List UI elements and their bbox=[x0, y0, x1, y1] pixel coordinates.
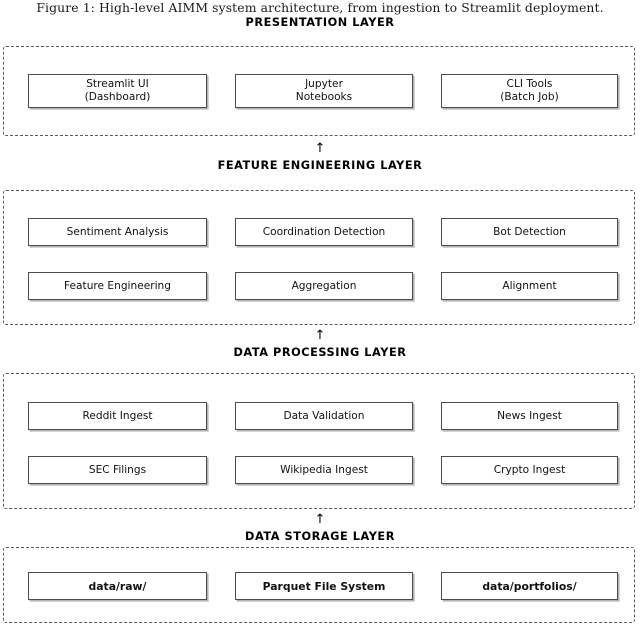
layer-container-presentation: Streamlit UI (Dashboard) Jupyter Noteboo… bbox=[3, 46, 635, 136]
node-streamlit-ui[interactable]: Streamlit UI (Dashboard) bbox=[28, 74, 207, 108]
node-label: Sentiment Analysis bbox=[66, 225, 169, 238]
layer-row: Sentiment Analysis Coordination Detectio… bbox=[4, 218, 634, 246]
layer-container-feature-engineering: Sentiment Analysis Coordination Detectio… bbox=[3, 190, 635, 325]
node-label-line1: Jupyter bbox=[305, 78, 343, 90]
node-data-raw[interactable]: data/raw/ bbox=[28, 572, 207, 600]
node-label-line1: Streamlit UI bbox=[86, 78, 149, 90]
node-news-ingest[interactable]: News Ingest bbox=[441, 402, 618, 430]
node-aggregation[interactable]: Aggregation bbox=[235, 272, 413, 300]
layer-title-text: PRESENTATION LAYER bbox=[245, 16, 395, 29]
up-arrow-icon: ↑ bbox=[314, 512, 326, 527]
layer-title-presentation: PRESENTATION LAYER bbox=[0, 16, 640, 29]
layer-separator-data-processing: ↑ DATA PROCESSING LAYER bbox=[0, 329, 640, 359]
node-sentiment-analysis[interactable]: Sentiment Analysis bbox=[28, 218, 207, 246]
layer-container-data-processing: Reddit Ingest Data Validation News Inges… bbox=[3, 373, 635, 509]
node-label: Reddit Ingest bbox=[82, 409, 153, 422]
node-label: data/raw/ bbox=[88, 579, 147, 593]
layer-row: Feature Engineering Aggregation Alignmen… bbox=[4, 272, 634, 300]
node-coordination-detection[interactable]: Coordination Detection bbox=[235, 218, 413, 246]
node-alignment[interactable]: Alignment bbox=[441, 272, 618, 300]
layer-title-text: DATA PROCESSING LAYER bbox=[233, 346, 407, 359]
node-label: Aggregation bbox=[291, 279, 357, 292]
node-label: Bot Detection bbox=[493, 225, 566, 238]
node-crypto-ingest[interactable]: Crypto Ingest bbox=[441, 456, 618, 484]
layer-separator-data-storage: ↑ DATA STORAGE LAYER bbox=[0, 513, 640, 543]
layer-row: Streamlit UI (Dashboard) Jupyter Noteboo… bbox=[4, 74, 634, 108]
node-label: News Ingest bbox=[497, 409, 562, 422]
node-feature-engineering[interactable]: Feature Engineering bbox=[28, 272, 207, 300]
layer-title-text: FEATURE ENGINEERING LAYER bbox=[217, 159, 423, 172]
node-label-line1: CLI Tools bbox=[506, 78, 553, 90]
node-bot-detection[interactable]: Bot Detection bbox=[441, 218, 618, 246]
node-label: Coordination Detection bbox=[262, 225, 386, 238]
node-label: Alignment bbox=[502, 279, 557, 292]
node-sec-filings[interactable]: SEC Filings bbox=[28, 456, 207, 484]
node-label: SEC Filings bbox=[88, 463, 147, 476]
node-jupyter-notebooks[interactable]: Jupyter Notebooks bbox=[235, 74, 413, 108]
node-label: Feature Engineering bbox=[64, 279, 171, 292]
node-label-line2: (Dashboard) bbox=[84, 91, 151, 103]
node-label-line2: (Batch Job) bbox=[500, 91, 559, 103]
layer-title-text: DATA STORAGE LAYER bbox=[245, 530, 395, 543]
node-cli-tools[interactable]: CLI Tools (Batch Job) bbox=[441, 74, 618, 108]
node-label: Data Validation bbox=[283, 409, 365, 422]
figure-caption: Figure 1: High-level AIMM system archite… bbox=[36, 0, 604, 15]
node-label: Crypto Ingest bbox=[493, 463, 566, 476]
layer-container-data-storage: data/raw/ Parquet File System data/portf… bbox=[3, 547, 635, 623]
node-wikipedia-ingest[interactable]: Wikipedia Ingest bbox=[235, 456, 413, 484]
node-label: Wikipedia Ingest bbox=[280, 463, 368, 476]
node-data-portfolios[interactable]: data/portfolios/ bbox=[441, 572, 618, 600]
up-arrow-icon: ↑ bbox=[314, 328, 326, 343]
node-parquet-file-system[interactable]: Parquet File System bbox=[235, 572, 413, 600]
node-reddit-ingest[interactable]: Reddit Ingest bbox=[28, 402, 207, 430]
node-label: data/portfolios/ bbox=[482, 579, 577, 593]
layer-separator-feature-engineering: ↑ FEATURE ENGINEERING LAYER bbox=[0, 142, 640, 172]
layer-row: Reddit Ingest Data Validation News Inges… bbox=[4, 402, 634, 430]
node-label: Parquet File System bbox=[262, 579, 386, 593]
node-data-validation[interactable]: Data Validation bbox=[235, 402, 413, 430]
layer-row: SEC Filings Wikipedia Ingest Crypto Inge… bbox=[4, 456, 634, 484]
up-arrow-icon: ↑ bbox=[314, 141, 326, 156]
layer-row: data/raw/ Parquet File System data/portf… bbox=[4, 572, 634, 600]
node-label-line2: Notebooks bbox=[295, 91, 353, 103]
